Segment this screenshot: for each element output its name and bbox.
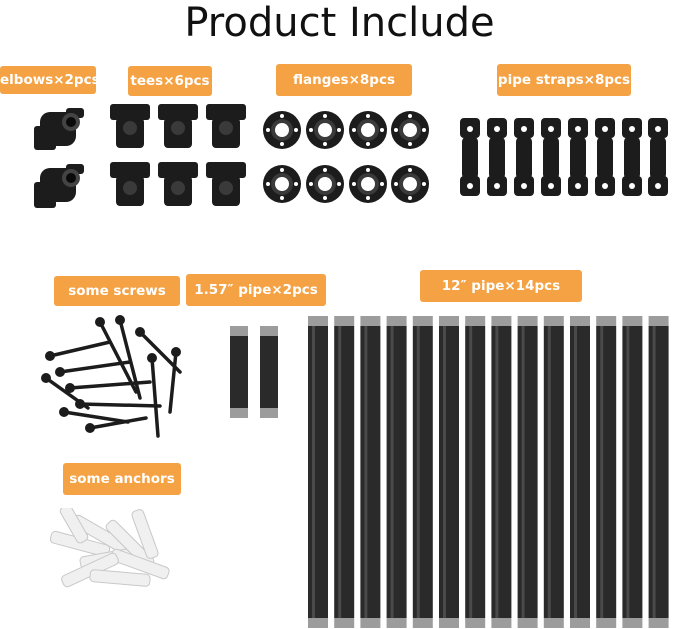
pipe-straps bbox=[458, 116, 670, 200]
flange-7 bbox=[349, 165, 387, 203]
flange-2 bbox=[306, 111, 344, 149]
tee-1 bbox=[110, 104, 150, 148]
tee-4 bbox=[110, 162, 150, 206]
strap-5 bbox=[568, 118, 588, 196]
long-pipe-1 bbox=[308, 316, 328, 628]
flange-fittings bbox=[260, 108, 430, 208]
long-pipe-label: 12″ pipe×14pcs bbox=[420, 270, 582, 302]
short-pipe-2 bbox=[260, 326, 278, 418]
straps-label: pipe straps×8pcs bbox=[497, 64, 631, 96]
tees-label: tees×6pcs bbox=[128, 66, 212, 96]
long-pipe-14 bbox=[648, 316, 669, 628]
strap-3 bbox=[514, 118, 534, 196]
long-pipe-10 bbox=[543, 316, 564, 628]
tee-5 bbox=[158, 162, 198, 206]
tee-6 bbox=[206, 162, 246, 206]
long-pipe-12 bbox=[596, 316, 617, 628]
elbow-1 bbox=[34, 108, 84, 150]
strap-7 bbox=[622, 118, 642, 196]
screws-label: some screws bbox=[54, 276, 180, 306]
short-pipe-1 bbox=[230, 326, 248, 418]
elbow-fittings bbox=[26, 104, 86, 214]
long-pipe-8 bbox=[491, 316, 512, 628]
long-pipe-6 bbox=[439, 316, 459, 628]
long-pipe-5 bbox=[412, 316, 433, 628]
long-pipe-9 bbox=[517, 316, 538, 628]
long-pipes bbox=[300, 316, 676, 628]
strap-2 bbox=[487, 118, 507, 196]
anchors-label: some anchors bbox=[63, 463, 181, 495]
flange-6 bbox=[306, 165, 344, 203]
strap-8 bbox=[648, 118, 668, 196]
flange-1 bbox=[263, 111, 301, 149]
strap-4 bbox=[541, 118, 561, 196]
short-pipe-label: 1.57″ pipe×2pcs bbox=[186, 274, 326, 306]
elbows-label: elbows×2pcs bbox=[0, 66, 100, 94]
long-pipe-13 bbox=[622, 316, 643, 628]
flange-8 bbox=[391, 165, 429, 203]
screws-pile bbox=[40, 312, 190, 442]
tee-fittings bbox=[108, 100, 250, 212]
long-pipe-4 bbox=[386, 316, 407, 628]
long-pipe-2 bbox=[334, 316, 355, 628]
flange-3 bbox=[349, 111, 387, 149]
elbow-2 bbox=[34, 164, 84, 208]
tee-3 bbox=[206, 104, 246, 148]
flange-5 bbox=[263, 165, 301, 203]
tee-2 bbox=[158, 104, 198, 148]
long-pipe-3 bbox=[360, 316, 381, 628]
long-pipe-11 bbox=[570, 316, 590, 628]
strap-1 bbox=[460, 118, 480, 196]
anchors-pile bbox=[40, 508, 190, 598]
short-pipes bbox=[226, 326, 286, 418]
long-pipe-7 bbox=[465, 316, 486, 628]
page-title: Product Include bbox=[184, 0, 495, 46]
strap-6 bbox=[595, 118, 615, 196]
flange-4 bbox=[391, 111, 429, 149]
flanges-label: flanges×8pcs bbox=[276, 64, 412, 96]
